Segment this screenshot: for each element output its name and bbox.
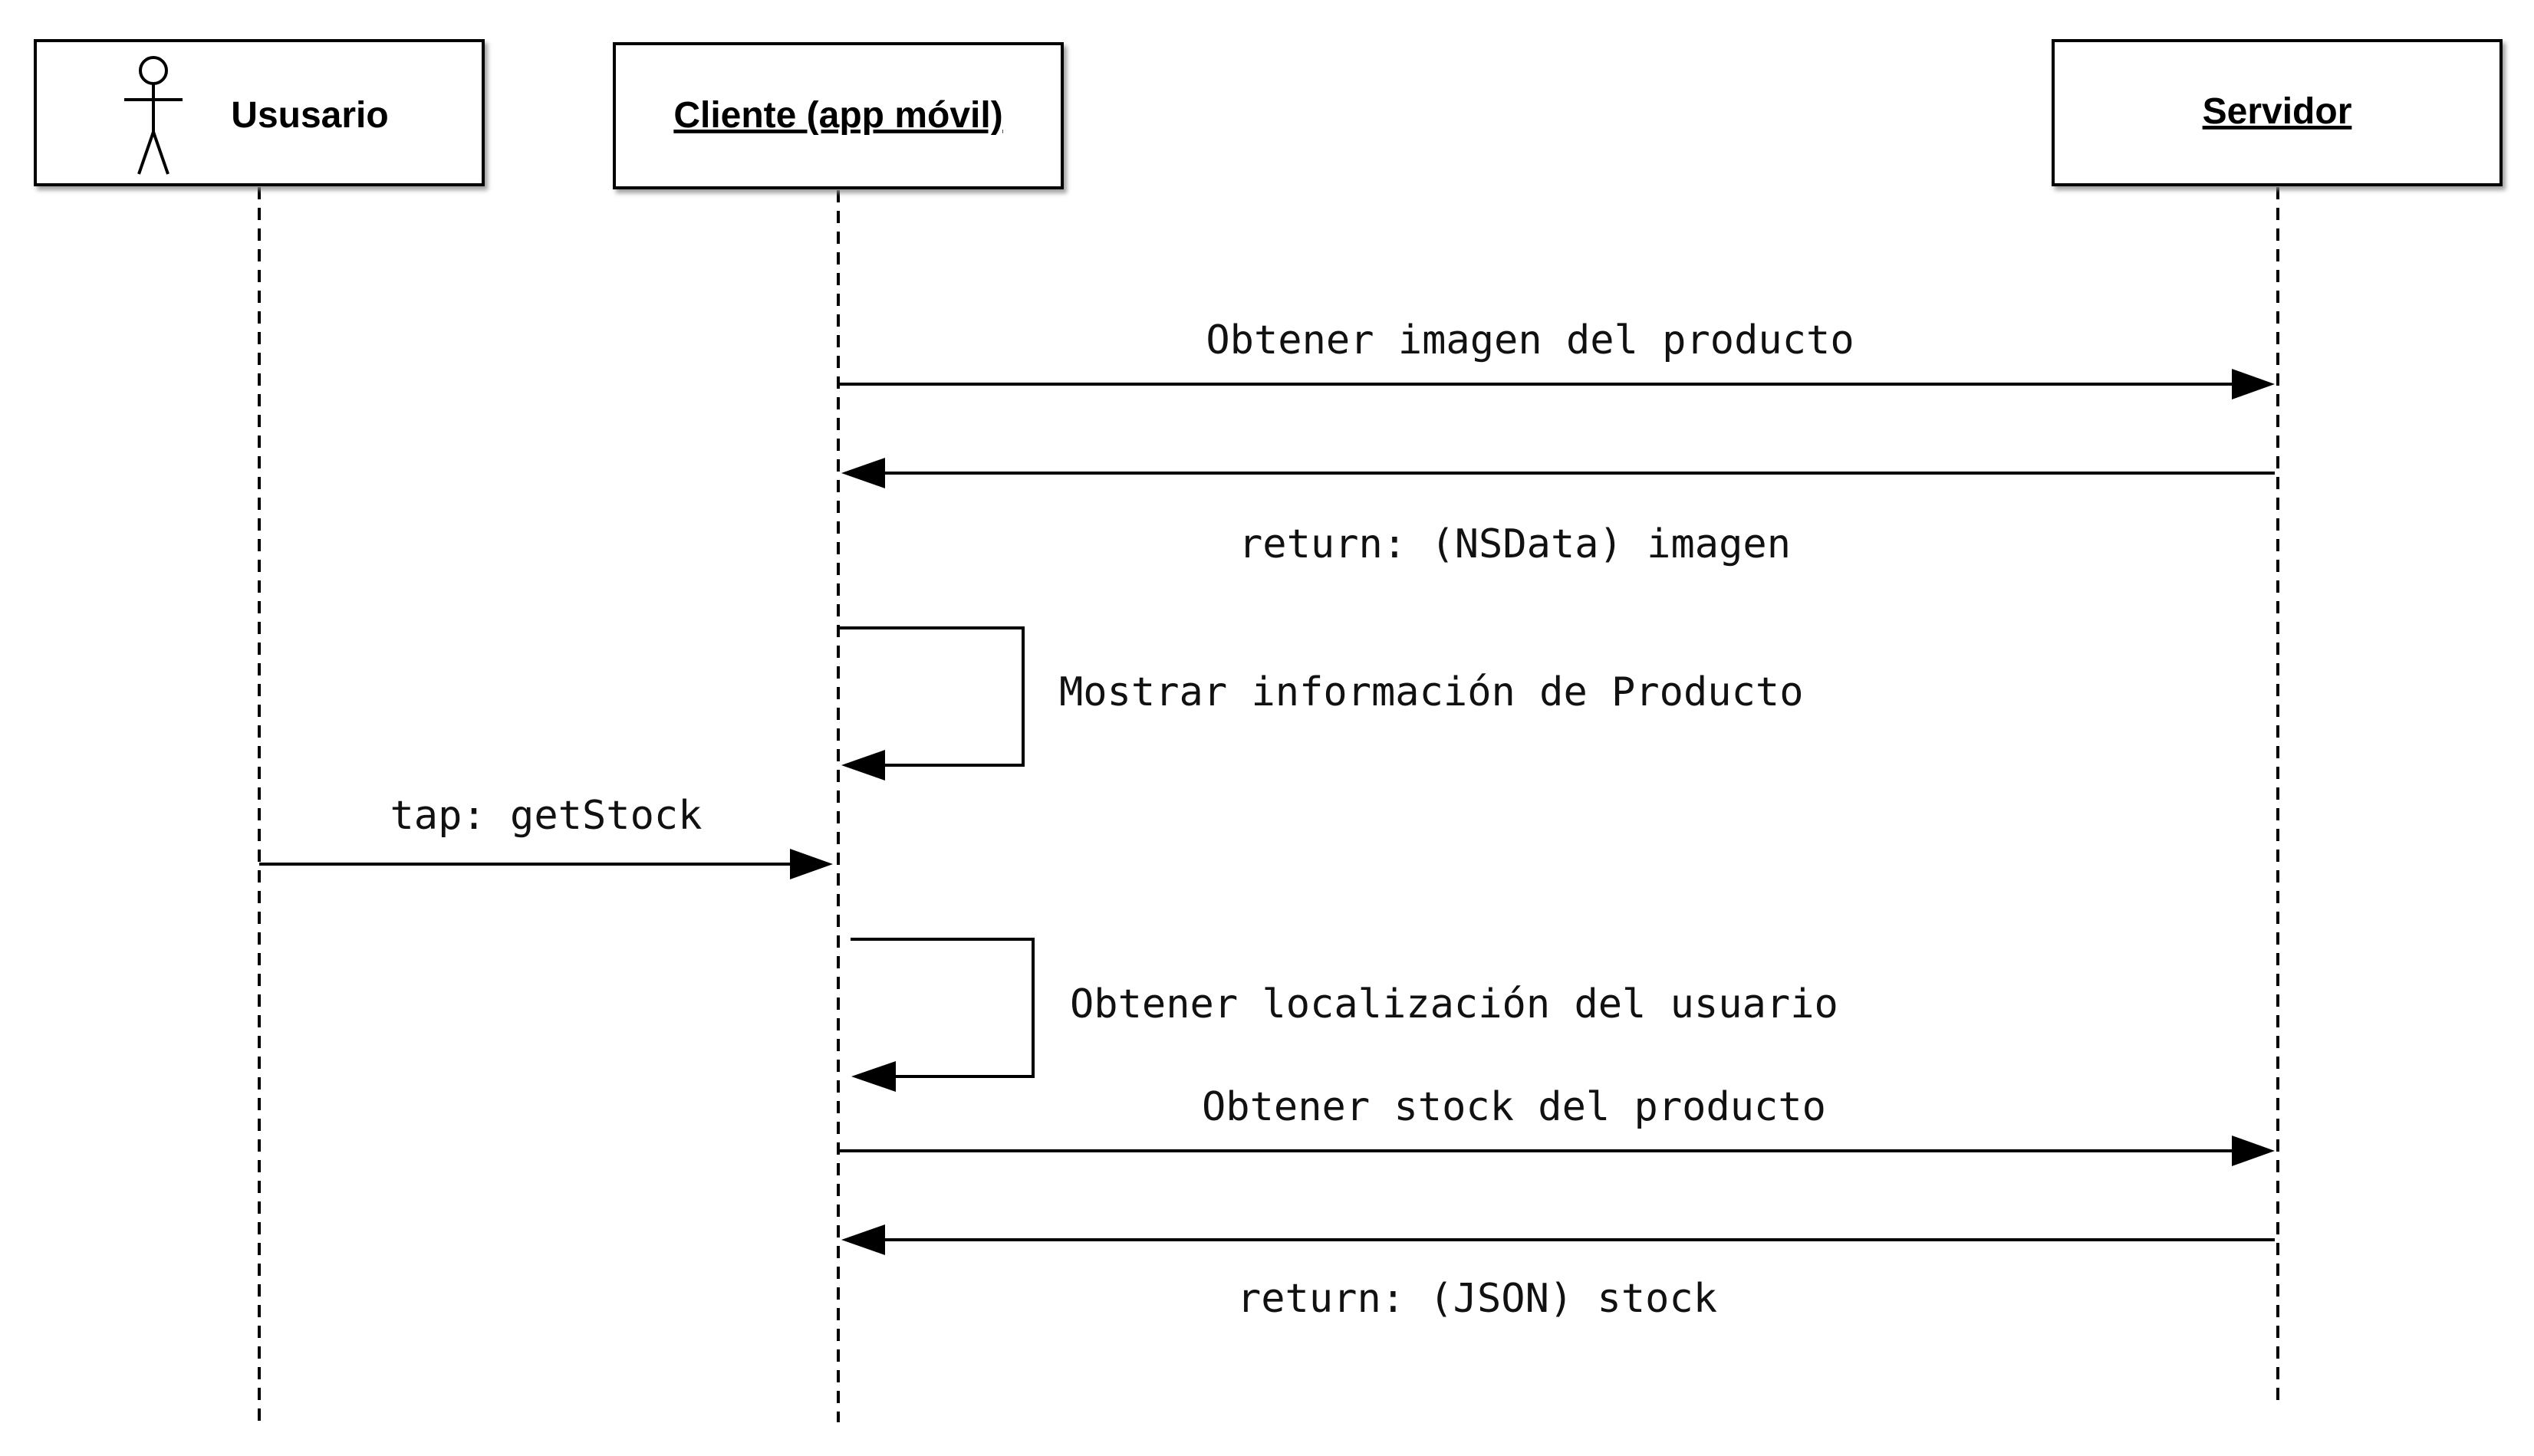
message-obtener-stock: Obtener stock del producto [838, 1084, 2275, 1166]
message-return-imagen: return: (NSData) imagen [841, 458, 2275, 567]
message-label: Mostrar información de Producto [1059, 669, 1804, 715]
message-label: Obtener localización del usuario [1070, 981, 1838, 1027]
participant-label-server: Servidor [2203, 91, 2352, 132]
message-obtener-imagen: Obtener imagen del producto [838, 317, 2275, 399]
message-label: return: (NSData) imagen [1239, 521, 1791, 567]
actor-stick-figure-icon [124, 56, 183, 175]
participant-server: Servidor [2052, 39, 2503, 186]
arrowhead-left-icon [841, 458, 885, 488]
message-mostrar-informacion: Mostrar información de Producto [838, 626, 1804, 781]
arrowhead-left-icon [851, 1061, 896, 1092]
self-message-loop [838, 626, 1025, 767]
participant-box [613, 42, 1064, 189]
arrowhead-right-icon [2232, 369, 2275, 399]
participant-label-user: Ususario [231, 95, 388, 136]
participant-label-client: Cliente (app móvil) [673, 95, 1002, 136]
message-tap-getstock: tap: getStock [259, 793, 833, 879]
participant-user: Ususario [34, 39, 485, 186]
participant-client: Cliente (app móvil) [613, 42, 1064, 189]
message-label: Obtener stock del producto [1202, 1084, 1826, 1130]
message-return-stock: return: (JSON) stock [841, 1224, 2275, 1322]
arrowhead-left-icon [841, 1224, 885, 1255]
arrowhead-right-icon [2232, 1136, 2275, 1166]
arrowhead-right-icon [790, 849, 833, 879]
message-label: Obtener imagen del producto [1206, 317, 1854, 363]
message-label: return: (JSON) stock [1237, 1276, 1717, 1322]
message-obtener-localizacion: Obtener localización del usuario [851, 938, 1838, 1092]
participant-box [34, 39, 485, 186]
arrowhead-left-icon [841, 750, 885, 781]
participant-box [2052, 39, 2503, 186]
message-label: tap: getStock [390, 793, 703, 839]
self-message-loop [851, 938, 1035, 1078]
